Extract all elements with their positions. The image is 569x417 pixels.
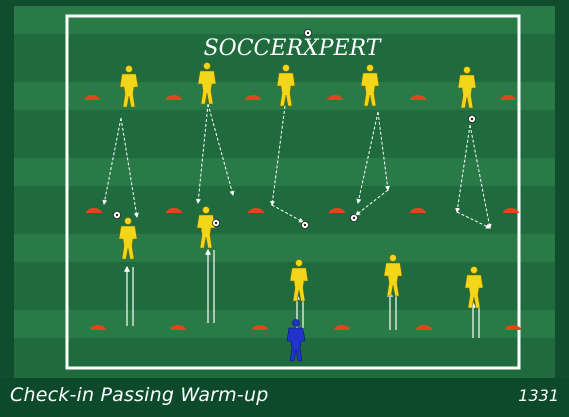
soccer-field: SOCCERXPERT [0, 0, 569, 378]
drill-title: Check-in Passing Warm-up [10, 384, 268, 406]
caption-bar: Check-in Passing Warm-up 1331 [0, 378, 569, 417]
grass-stripes [14, 6, 555, 378]
ball-icon [113, 211, 120, 218]
ball-icon [301, 221, 308, 228]
ball-icon [468, 115, 475, 122]
logo-ball-icon [304, 29, 311, 36]
drill-code: 1331 [518, 386, 559, 405]
logo-text: SOCCERXPERT [204, 36, 383, 61]
ball-icon [212, 219, 219, 226]
ball-icon [350, 214, 357, 221]
